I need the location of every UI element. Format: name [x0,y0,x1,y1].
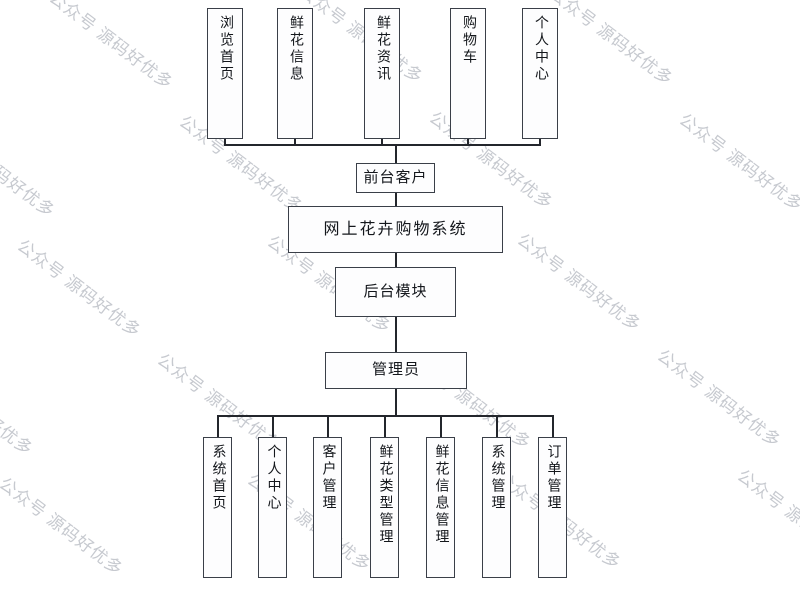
node-label: 系统首页 [210,444,226,512]
node-frontend-child[interactable]: 个人中心 [522,8,558,139]
node-label: 订单管理 [545,444,561,512]
node-frontend-child[interactable]: 浏览首页 [207,8,243,139]
connector-drop [539,139,541,145]
node-admin-child[interactable]: 订单管理 [538,437,567,578]
node-admin-child[interactable]: 鲜花类型管理 [370,437,399,578]
node-label: 管理员 [371,362,420,379]
node-frontend-child[interactable]: 购物车 [450,8,486,139]
node-label: 前台客户 [363,169,428,186]
node-label: 鲜花资讯 [375,15,390,83]
connector-spine [395,253,397,268]
node-spine-frontend-user[interactable]: 前台客户 [356,163,435,193]
node-admin-child[interactable]: 客户管理 [313,437,342,578]
connector-drop [467,139,469,145]
connector-drop [272,415,274,438]
connector-drop [217,415,219,438]
connector-drop [327,415,329,438]
connector-spine [395,193,397,207]
node-label: 个人中心 [265,444,281,512]
node-admin-child[interactable]: 系统首页 [203,437,232,578]
connector-admin-to-bus [395,389,397,416]
connector-drop [381,139,383,145]
node-admin-child[interactable]: 系统管理 [482,437,511,578]
node-label: 客户管理 [320,444,336,512]
connector-drop [384,415,386,438]
node-label: 网上花卉购物系统 [323,220,468,238]
node-admin-child[interactable]: 个人中心 [258,437,287,578]
connector-drop [294,139,296,145]
node-label: 系统管理 [489,444,505,512]
node-spine-system[interactable]: 网上花卉购物系统 [288,206,503,253]
connector-drop [496,415,498,438]
connector-drop [224,139,226,145]
node-label: 鲜花信息 [288,15,303,83]
node-spine-admin[interactable]: 管理员 [325,352,467,389]
connector-bus-to-frontend [395,144,397,164]
node-admin-child[interactable]: 鲜花信息管理 [426,437,455,578]
node-label: 浏览首页 [218,15,233,83]
connector-spine [395,317,397,353]
node-frontend-child[interactable]: 鲜花信息 [277,8,313,139]
connector-drop [552,415,554,438]
connector-bus-top [224,144,541,146]
node-spine-backend-module[interactable]: 后台模块 [335,267,456,317]
node-label: 后台模块 [363,283,428,300]
node-frontend-child[interactable]: 鲜花资讯 [364,8,400,139]
node-label: 个人中心 [533,15,548,83]
node-label: 购物车 [461,15,476,66]
node-label: 鲜花信息管理 [433,444,449,546]
node-label: 鲜花类型管理 [377,444,393,546]
connector-drop [440,415,442,438]
